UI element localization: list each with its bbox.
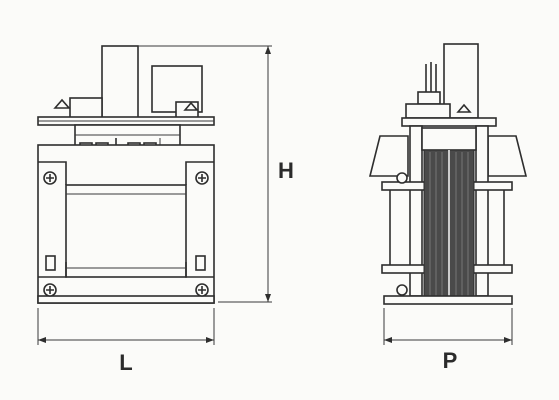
side-lead-wires bbox=[417, 62, 441, 105]
dimension-p-label: P bbox=[443, 348, 458, 373]
side-right-clamp bbox=[487, 135, 528, 177]
side-view bbox=[368, 43, 528, 305]
side-base-plate bbox=[383, 295, 513, 305]
front-core-window bbox=[65, 184, 187, 278]
front-corner-screws bbox=[43, 171, 209, 297]
side-lamination-stack bbox=[423, 149, 475, 299]
side-top-plate bbox=[401, 117, 497, 127]
dimension-h-label: H bbox=[278, 158, 294, 183]
dimension-h: H bbox=[138, 45, 294, 303]
dimension-p: P bbox=[383, 308, 513, 373]
dimension-l-label: L bbox=[119, 350, 132, 375]
side-left-clamp bbox=[368, 135, 409, 177]
dimension-l: L bbox=[37, 308, 215, 375]
front-view bbox=[37, 45, 215, 304]
front-top-box-tall bbox=[101, 45, 139, 119]
